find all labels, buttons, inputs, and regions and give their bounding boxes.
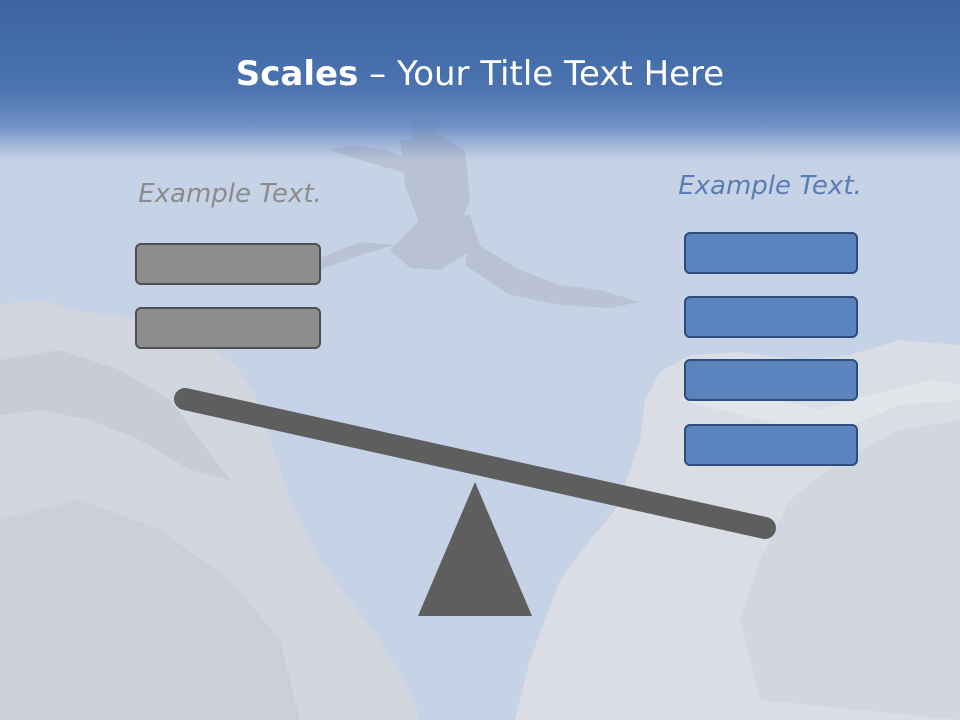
right-box-2: [684, 296, 858, 338]
right-box-4: [684, 424, 858, 466]
right-label: Example Text.: [678, 171, 862, 201]
title-bar: [0, 0, 960, 160]
title-bold: Scales: [235, 54, 359, 94]
title-rest: – Your Title Text Here: [358, 54, 725, 94]
left-label: Example Text.: [138, 179, 322, 209]
left-box-2: [135, 307, 321, 349]
slide-title: Scales – Your Title Text Here: [0, 50, 960, 98]
left-box-1: [135, 243, 321, 285]
right-box-3: [684, 359, 858, 401]
fulcrum-triangle: [418, 482, 532, 616]
right-box-1: [684, 232, 858, 274]
scale-beam: [174, 388, 776, 539]
